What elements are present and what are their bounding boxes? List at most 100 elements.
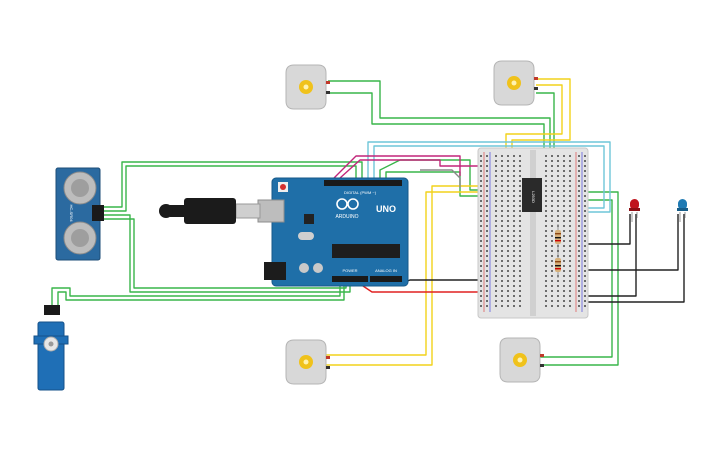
breadboard-rail-hole[interactable]	[480, 165, 482, 167]
breadboard-hole[interactable]	[569, 290, 571, 292]
breadboard-hole[interactable]	[563, 190, 565, 192]
breadboard-hole[interactable]	[551, 285, 553, 287]
analog-header[interactable]	[370, 276, 402, 282]
breadboard-hole[interactable]	[557, 185, 559, 187]
breadboard-hole[interactable]	[495, 280, 497, 282]
breadboard-rail-hole[interactable]	[584, 295, 586, 297]
breadboard-rail-hole[interactable]	[584, 275, 586, 277]
breadboard-hole[interactable]	[507, 255, 509, 257]
breadboard-rail-hole[interactable]	[486, 165, 488, 167]
breadboard-hole[interactable]	[551, 245, 553, 247]
breadboard-hole[interactable]	[513, 235, 515, 237]
breadboard-rail-hole[interactable]	[584, 190, 586, 192]
breadboard-hole[interactable]	[545, 185, 547, 187]
breadboard-rail-hole[interactable]	[584, 210, 586, 212]
breadboard-hole[interactable]	[507, 275, 509, 277]
motor-terminal[interactable]	[534, 87, 538, 90]
l293d-chip[interactable]: L293D	[522, 178, 542, 212]
breadboard-hole[interactable]	[557, 195, 559, 197]
breadboard-hole[interactable]	[513, 205, 515, 207]
breadboard-rail-hole[interactable]	[486, 175, 488, 177]
motor-terminal[interactable]	[326, 356, 330, 359]
breadboard-hole[interactable]	[507, 300, 509, 302]
breadboard-hole[interactable]	[507, 210, 509, 212]
breadboard-hole[interactable]	[569, 300, 571, 302]
breadboard-hole[interactable]	[507, 290, 509, 292]
breadboard-hole[interactable]	[557, 175, 559, 177]
breadboard-rail-hole[interactable]	[578, 185, 580, 187]
breadboard-hole[interactable]	[569, 285, 571, 287]
breadboard-rail-hole[interactable]	[486, 160, 488, 162]
breadboard-hole[interactable]	[545, 175, 547, 177]
breadboard-hole[interactable]	[563, 160, 565, 162]
breadboard-hole[interactable]	[495, 295, 497, 297]
breadboard-rail-hole[interactable]	[480, 215, 482, 217]
breadboard-rail-hole[interactable]	[578, 160, 580, 162]
breadboard-hole[interactable]	[545, 220, 547, 222]
breadboard-hole[interactable]	[495, 215, 497, 217]
blue-led[interactable]	[677, 199, 688, 222]
breadboard-hole[interactable]	[563, 265, 565, 267]
breadboard-hole[interactable]	[501, 265, 503, 267]
breadboard-rail-hole[interactable]	[584, 250, 586, 252]
breadboard-hole[interactable]	[545, 265, 547, 267]
breadboard-hole[interactable]	[495, 175, 497, 177]
breadboard-hole[interactable]	[501, 250, 503, 252]
breadboard-hole[interactable]	[495, 260, 497, 262]
breadboard-rail-hole[interactable]	[578, 155, 580, 157]
breadboard-hole[interactable]	[495, 165, 497, 167]
breadboard-hole[interactable]	[501, 175, 503, 177]
breadboard-hole[interactable]	[513, 225, 515, 227]
breadboard-hole[interactable]	[569, 295, 571, 297]
breadboard-rail-hole[interactable]	[578, 170, 580, 172]
breadboard-hole[interactable]	[507, 190, 509, 192]
breadboard-rail-hole[interactable]	[584, 200, 586, 202]
wire-green-sensor-vcc[interactable]	[104, 161, 363, 208]
wire-magenta-2[interactable]	[339, 159, 492, 179]
breadboard-hole[interactable]	[563, 200, 565, 202]
breadboard-hole[interactable]	[507, 205, 509, 207]
breadboard-hole[interactable]	[513, 255, 515, 257]
breadboard[interactable]	[477, 147, 589, 319]
breadboard-hole[interactable]	[495, 180, 497, 182]
breadboard-rail-hole[interactable]	[486, 170, 488, 172]
breadboard-rail-hole[interactable]	[578, 200, 580, 202]
wire-red-power[interactable]	[359, 283, 482, 293]
breadboard-rail-hole[interactable]	[584, 155, 586, 157]
breadboard-rail-hole[interactable]	[578, 255, 580, 257]
breadboard-hole[interactable]	[563, 280, 565, 282]
breadboard-hole[interactable]	[551, 195, 553, 197]
breadboard-hole[interactable]	[495, 250, 497, 252]
breadboard-hole[interactable]	[563, 205, 565, 207]
breadboard-hole[interactable]	[569, 275, 571, 277]
breadboard-rail-hole[interactable]	[578, 180, 580, 182]
breadboard-hole[interactable]	[569, 175, 571, 177]
breadboard-hole[interactable]	[545, 180, 547, 182]
breadboard-rail-hole[interactable]	[584, 255, 586, 257]
breadboard-rail-hole[interactable]	[578, 300, 580, 302]
breadboard-rail-hole[interactable]	[480, 250, 482, 252]
breadboard-hole[interactable]	[519, 205, 521, 207]
breadboard-hole[interactable]	[495, 185, 497, 187]
breadboard-rail-hole[interactable]	[578, 215, 580, 217]
breadboard-hole[interactable]	[519, 160, 521, 162]
breadboard-hole[interactable]	[569, 215, 571, 217]
breadboard-hole[interactable]	[501, 305, 503, 307]
breadboard-hole[interactable]	[569, 270, 571, 272]
breadboard-rail-hole[interactable]	[578, 245, 580, 247]
breadboard-hole[interactable]	[507, 265, 509, 267]
dc-motor-top-left[interactable]	[285, 64, 330, 110]
breadboard-hole[interactable]	[519, 210, 521, 212]
breadboard-hole[interactable]	[551, 260, 553, 262]
breadboard-hole[interactable]	[495, 170, 497, 172]
breadboard-hole[interactable]	[563, 285, 565, 287]
breadboard-rail-hole[interactable]	[578, 305, 580, 307]
breadboard-hole[interactable]	[507, 305, 509, 307]
breadboard-hole[interactable]	[545, 280, 547, 282]
usb-cable[interactable]	[159, 198, 261, 224]
breadboard-hole[interactable]	[495, 200, 497, 202]
breadboard-hole[interactable]	[563, 210, 565, 212]
ultrasonic-sensor[interactable]: HC-SR04	[55, 167, 104, 261]
breadboard-hole[interactable]	[557, 210, 559, 212]
breadboard-rail-hole[interactable]	[486, 295, 488, 297]
